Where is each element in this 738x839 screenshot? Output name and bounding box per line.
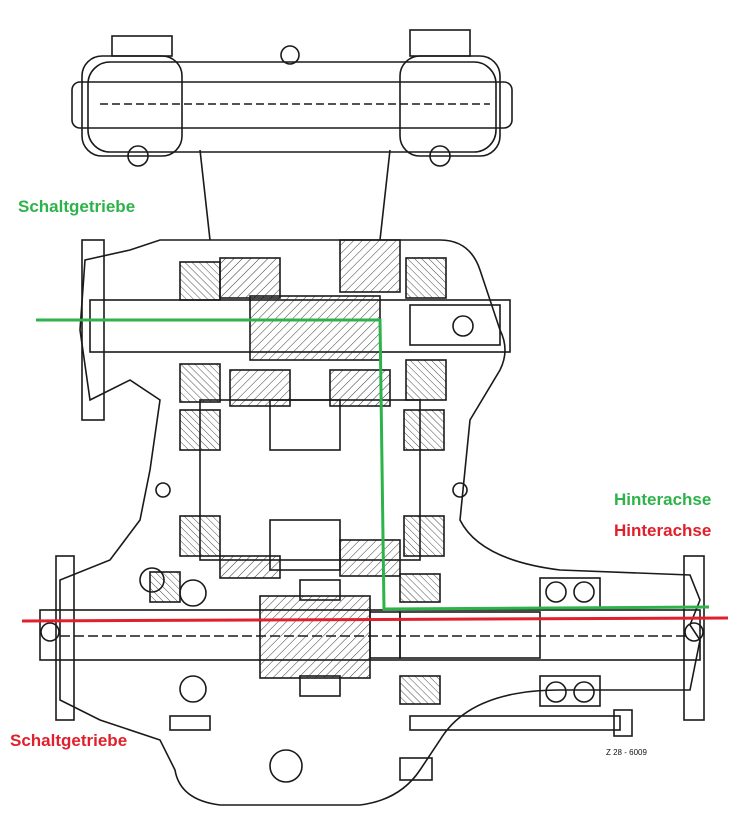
hinterachse-label-green: Hinterachse xyxy=(614,490,712,509)
schaltgetriebe-label-green: Schaltgetriebe xyxy=(18,197,136,216)
schaltgetriebe-label-red: Schaltgetriebe xyxy=(10,731,128,750)
red-shaft-line xyxy=(21,616,729,623)
green-shaft-line xyxy=(36,318,710,611)
drawing-code: Z 28 - 6009 xyxy=(606,748,647,757)
housing-outline xyxy=(39,29,705,806)
hinterachse-label-red: Hinterachse xyxy=(614,521,712,540)
